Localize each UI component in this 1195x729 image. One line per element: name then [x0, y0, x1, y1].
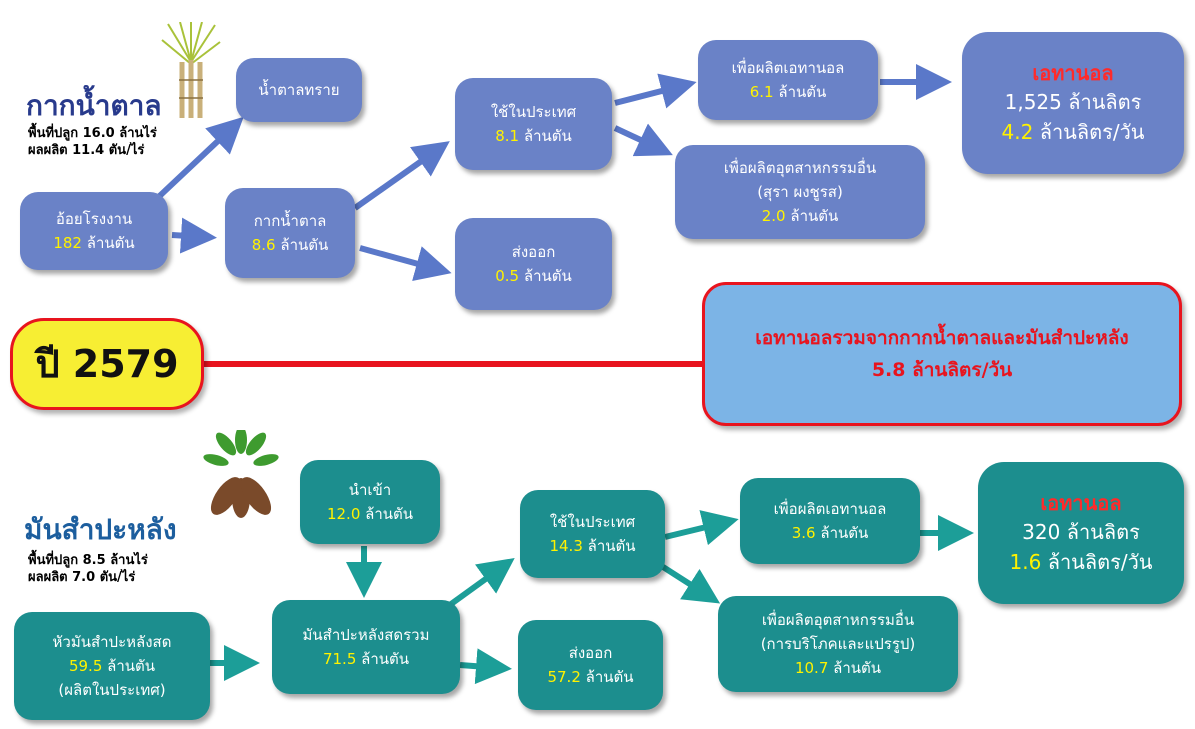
cassava-for-industry-sub: (การบริโภคและแปรรูป) [760, 635, 916, 653]
cassava-export-unit: ล้านตัน [585, 668, 634, 686]
cassava-for-industry-unit: ล้านตัน [833, 659, 882, 677]
sugar-domestic-label: ใช้ในประเทศ [490, 103, 577, 121]
sugar-ethanol-liters: 1,525 ล้านลิตร [1004, 90, 1142, 114]
cassava-for-industry-label: เพื่อผลิตอุตสาหกรรมอื่น [761, 611, 915, 629]
sugar-ethanol-value: 4.2 [1001, 120, 1034, 144]
fresh-roots-value: 59.5 [68, 657, 103, 675]
cassava-for-ethanol-label: เพื่อผลิตเอทานอล [773, 500, 887, 518]
arrow-domestic-to-ethanol-c [664, 510, 739, 546]
sugar-section-title: กากน้ำตาล [26, 89, 162, 122]
year-badge: ปี 2579 [10, 318, 204, 410]
cassava-domestic-value: 14.3 [549, 537, 583, 555]
cassava-total-box: มันสำปะหลังสดรวม 71.5 ล้านตัน [272, 600, 460, 694]
arrow-domestic-to-ethanol [614, 73, 697, 109]
sugar-for-industry-label: เพื่อผลิตอุตสาหกรรมอื่น [723, 159, 877, 177]
fresh-roots-sub: (ผลิตในประเทศ) [58, 681, 166, 699]
sugar-export-box: ส่งออก 0.5 ล้านตัน [455, 218, 612, 310]
cassava-domestic-box: ใช้ในประเทศ 14.3 ล้านตัน [520, 490, 665, 578]
cassava-ethanol-unit: ล้านลิตร/วัน [1047, 550, 1153, 574]
cassava-for-ethanol-box: เพื่อผลิตเอทานอล 3.6 ล้านตัน [740, 478, 920, 564]
sugar-ethanol-unit: ล้านลิตร/วัน [1039, 120, 1145, 144]
cassava-domestic-label: ใช้ในประเทศ [549, 513, 636, 531]
cassava-export-label: ส่งออก [568, 644, 613, 662]
sugar-area-note: พื้นที่ปลูก 16.0 ล้านไร่ ผลผลิต 11.4 ตัน… [28, 125, 157, 159]
cassava-for-ethanol-value: 3.6 [791, 524, 816, 542]
arrow-cane-to-sugar [147, 116, 244, 208]
sugar-domestic-value: 8.1 [495, 127, 520, 145]
total-ethanol-box: เอทานอลรวมจากกากน้ำตาลและมันสำปะหลัง 5.8… [702, 282, 1182, 426]
cassava-domestic-unit: ล้านตัน [587, 537, 636, 555]
sugar-domestic-unit: ล้านตัน [523, 127, 572, 145]
fresh-roots-box: หัวมันสำปะหลังสด 59.5 ล้านตัน (ผลิตในประ… [14, 612, 210, 720]
cassava-export-box: ส่งออก 57.2 ล้านตัน [518, 620, 663, 710]
cane-label: อ้อยโรงงาน [55, 210, 133, 228]
cassava-for-industry-box: เพื่อผลิตอุตสาหกรรมอื่น (การบริโภคและแปร… [718, 596, 958, 692]
cassava-for-ethanol-unit: ล้านตัน [820, 524, 869, 542]
sugar-domestic-box: ใช้ในประเทศ 8.1 ล้านตัน [455, 78, 612, 170]
molasses-value: 8.6 [251, 236, 276, 254]
cassava-ethanol-liters: 320 ล้านลิตร [1022, 520, 1140, 544]
cassava-yield-line: ผลผลิต 7.0 ตัน/ไร่ [28, 570, 136, 585]
sugar-ethanol-title: เอทานอล [1032, 61, 1114, 85]
sugar-export-label: ส่งออก [511, 243, 556, 261]
sugar-for-industry-value: 2.0 [761, 207, 786, 225]
cassava-export-value: 57.2 [547, 668, 581, 686]
arrow-cane-to-molasses [171, 217, 217, 254]
cassava-icon [203, 430, 279, 518]
cassava-ethanol-box: เอทานอล 320 ล้านลิตร 1.6 ล้านลิตร/วัน [978, 462, 1184, 604]
sugar-ethanol-box: เอทานอล 1,525 ล้านลิตร 4.2 ล้านลิตร/วัน [962, 32, 1184, 174]
cassava-total-unit: ล้านตัน [361, 650, 410, 668]
sugarcane-icon [161, 22, 221, 118]
sugar-for-ethanol-box: เพื่อผลิตเอทานอล 6.1 ล้านตัน [698, 40, 878, 120]
sugar-for-industry-unit: ล้านตัน [790, 207, 839, 225]
white-sugar-label: น้ำตาลทราย [258, 81, 340, 99]
cassava-ethanol-value: 1.6 [1009, 550, 1042, 574]
sugar-export-value: 0.5 [495, 267, 520, 285]
total-ethanol-line: เอทานอลรวมจากกากน้ำตาลและมันสำปะหลัง [755, 327, 1129, 349]
molasses-box: กากน้ำตาล 8.6 ล้านตัน [225, 188, 355, 278]
sugar-export-unit: ล้านตัน [523, 267, 572, 285]
sugar-yield-line: ผลผลิต 11.4 ตัน/ไร่ [28, 143, 145, 158]
cassava-ethanol-title: เอทานอล [1040, 491, 1122, 515]
cassava-area-line: พื้นที่ปลูก 8.5 ล้านไร่ [28, 553, 148, 568]
sugar-area-line: พื้นที่ปลูก 16.0 ล้านไร่ [28, 126, 157, 141]
cassava-total-value: 71.5 [322, 650, 357, 668]
white-sugar-box: น้ำตาลทราย [236, 58, 362, 122]
arrow-molasses-to-domestic [353, 141, 450, 211]
cassava-for-industry-value: 10.7 [794, 659, 829, 677]
arrow-domestic-to-industry [613, 123, 673, 157]
fresh-roots-unit: ล้านตัน [107, 657, 156, 675]
molasses-unit: ล้านตัน [280, 236, 329, 254]
sugar-for-industry-box: เพื่อผลิตอุตสาหกรรมอื่น (สุรา ผงชูรส) 2.… [675, 145, 925, 239]
cassava-import-value: 12.0 [326, 505, 361, 523]
cassava-section-title: มันสำปะหลัง [24, 513, 177, 546]
cane-box: อ้อยโรงงาน 182 ล้านตัน [20, 192, 168, 270]
cassava-import-box: นำเข้า 12.0 ล้านตัน [300, 460, 440, 544]
cane-unit: ล้านตัน [86, 234, 135, 252]
sugar-for-ethanol-unit: ล้านตัน [778, 83, 827, 101]
cassava-total-label: มันสำปะหลังสดรวม [302, 626, 430, 644]
arrow-total-to-export [459, 648, 512, 685]
molasses-label: กากน้ำตาล [253, 212, 327, 230]
cane-value: 182 [53, 234, 82, 252]
sugar-for-ethanol-label: เพื่อผลิตเอทานอล [731, 59, 845, 77]
fresh-roots-label: หัวมันสำปะหลังสด [52, 633, 172, 651]
total-ethanol-value: 5.8 ล้านลิตร/วัน [871, 359, 1013, 381]
cassava-import-unit: ล้านตัน [365, 505, 414, 523]
cassava-import-label: นำเข้า [348, 481, 392, 499]
arrow-molasses-to-export [359, 245, 452, 281]
sugar-for-ethanol-value: 6.1 [749, 83, 774, 101]
cassava-area-note: พื้นที่ปลูก 8.5 ล้านไร่ ผลผลิต 7.0 ตัน/ไ… [28, 552, 148, 586]
sugar-for-industry-sub: (สุรา ผงชูรส) [757, 183, 843, 201]
arrow-domestic-to-industry-c [658, 562, 721, 604]
